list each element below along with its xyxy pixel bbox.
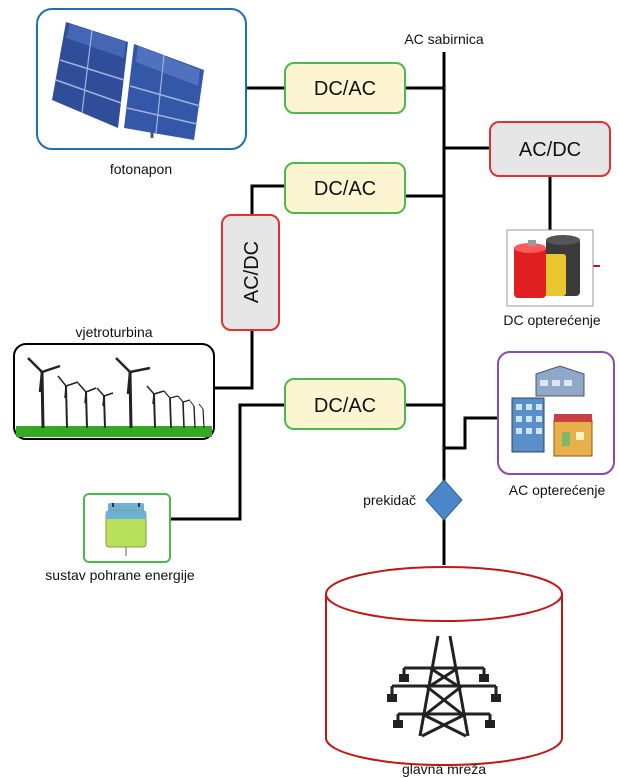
converter-dcac-pv: DC/AC — [284, 62, 406, 114]
converter-acdc-load: AC/DC — [489, 121, 611, 177]
converter-acdc-wind-label: AC/DC — [241, 241, 263, 303]
wire-bus-acload — [444, 416, 498, 450]
storage-block: sustav pohrane energije — [45, 493, 195, 583]
breaker-diamond-icon — [425, 479, 463, 521]
grid-cylinder-top — [325, 566, 563, 622]
wind-block: vjetroturbina — [13, 324, 215, 440]
dc-load-label: DC opterećenje — [503, 312, 600, 328]
dc-load-block: DC opterećenje — [503, 229, 601, 328]
tower-insulators — [387, 674, 501, 728]
ac-load-label: AC opterećenje — [509, 482, 606, 498]
converter-dcac-storage: DC/AC — [284, 378, 406, 430]
converter-dcac-wind-label: DC/AC — [314, 178, 376, 200]
grid-label: glavna mreža — [402, 761, 486, 777]
breaker-label: prekidač — [363, 492, 416, 508]
converter-dcac-pv-label: DC/AC — [314, 78, 376, 100]
grass — [16, 426, 212, 437]
pv-block: fotonapon — [36, 8, 247, 177]
grid-cylinder-body — [325, 594, 563, 766]
grid-block: glavna mreža — [325, 566, 563, 777]
wire-dcac-acdc-wind — [250, 184, 285, 215]
ac-bus-label: AC sabirnica — [404, 31, 484, 47]
converter-acdc-wind: AC/DC — [221, 214, 280, 331]
converter-acdc-load-label: AC/DC — [519, 139, 581, 161]
wire-storage-dcac — [170, 403, 285, 521]
converter-dcac-wind: DC/AC — [284, 162, 406, 214]
storage-label: sustav pohrane energije — [45, 567, 195, 583]
ac-load-block: AC opterećenje — [497, 351, 615, 498]
breaker-block: prekidač — [363, 479, 463, 521]
wire-acdc-turbine — [214, 330, 254, 390]
converter-dcac-storage-label: DC/AC — [314, 395, 376, 417]
solar-panel-icon — [52, 22, 204, 140]
battery-icon — [105, 503, 147, 556]
battery-cells-icon — [514, 235, 580, 298]
buildings-icon — [511, 365, 593, 457]
pv-label: fotonapon — [110, 161, 172, 177]
wind-frame — [13, 343, 215, 440]
wind-label: vjetroturbina — [75, 324, 152, 340]
wind-turbine-icons — [27, 357, 205, 429]
